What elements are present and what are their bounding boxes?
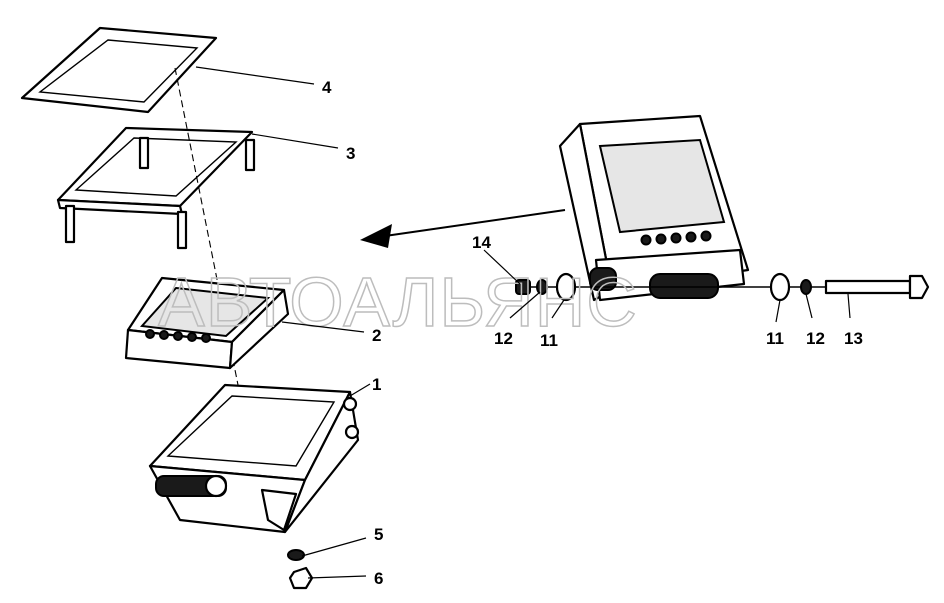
part-1-housing [148, 383, 360, 534]
direction-arrow [360, 209, 566, 248]
callout-labels: 4 3 2 1 5 6 14 12 11 11 12 13 [322, 78, 863, 588]
callout-14: 14 [472, 233, 491, 252]
part-12-washer-right [800, 279, 812, 295]
part-4-gasket [20, 26, 218, 114]
callout-11-left: 11 [540, 331, 558, 350]
callout-12-right: 12 [806, 329, 825, 348]
part-12-washer-left [536, 279, 548, 295]
part-11-washer-left [555, 272, 577, 302]
callout-12-left: 12 [494, 329, 513, 348]
leader-lines [195, 66, 851, 579]
part-6-nut [288, 566, 314, 590]
callout-6: 6 [374, 569, 383, 588]
callout-4: 4 [322, 78, 332, 97]
part-2-display-unit [124, 276, 290, 370]
callout-2: 2 [372, 326, 381, 345]
part-13-bolt-head [908, 274, 930, 300]
part-5-washer [287, 549, 305, 561]
part-13-bolt-shank [824, 279, 912, 295]
assembled-monitor [558, 114, 750, 302]
callout-5: 5 [374, 525, 383, 544]
callout-1: 1 [372, 375, 381, 394]
callout-13: 13 [844, 329, 863, 348]
bolt-assembly [515, 272, 930, 302]
part-3-bezel-frame [56, 126, 256, 250]
callout-3: 3 [346, 144, 355, 163]
part-11-washer-right [769, 272, 791, 302]
callout-11-right: 11 [766, 329, 784, 348]
watermark-text: АВТОАЛЬЯНС [158, 263, 638, 341]
